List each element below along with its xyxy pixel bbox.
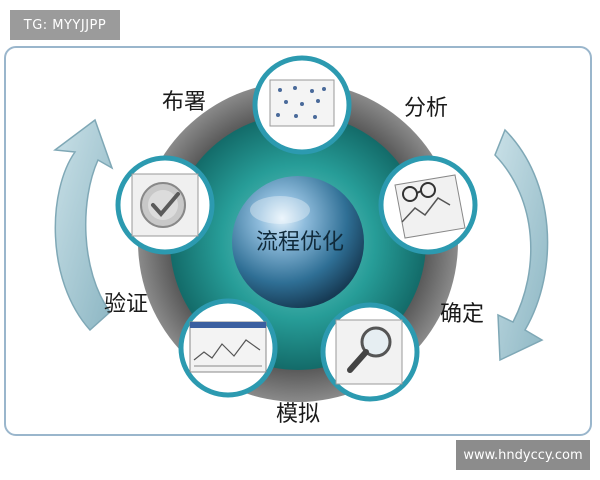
magnifier-icon xyxy=(347,326,392,373)
node-analyze xyxy=(378,155,478,255)
right-cycle-arrow xyxy=(494,128,549,362)
node-confirm xyxy=(320,302,420,402)
node-simulate xyxy=(178,298,278,398)
label-simulate: 模拟 xyxy=(276,402,321,427)
node-deploy xyxy=(252,55,352,155)
label-analyze: 分析 xyxy=(404,96,449,121)
glasses-chart-icon xyxy=(394,174,466,239)
center-title: 流程优化 xyxy=(255,230,344,255)
left-cycle-arrow xyxy=(53,118,114,332)
checkmark-badge-icon xyxy=(140,182,186,228)
label-verify: 验证 xyxy=(104,292,149,317)
dotted-network-icon xyxy=(276,86,326,119)
watermark-bottom: www.hndyccy.com xyxy=(456,440,590,470)
label-deploy: 布署 xyxy=(162,90,207,115)
center-sphere xyxy=(232,176,364,308)
label-confirm: 确定 xyxy=(440,302,485,327)
node-verify xyxy=(115,155,215,255)
watermark-top: TG: MYYJJPP xyxy=(10,10,120,40)
simulation-chart-icon xyxy=(190,322,266,367)
